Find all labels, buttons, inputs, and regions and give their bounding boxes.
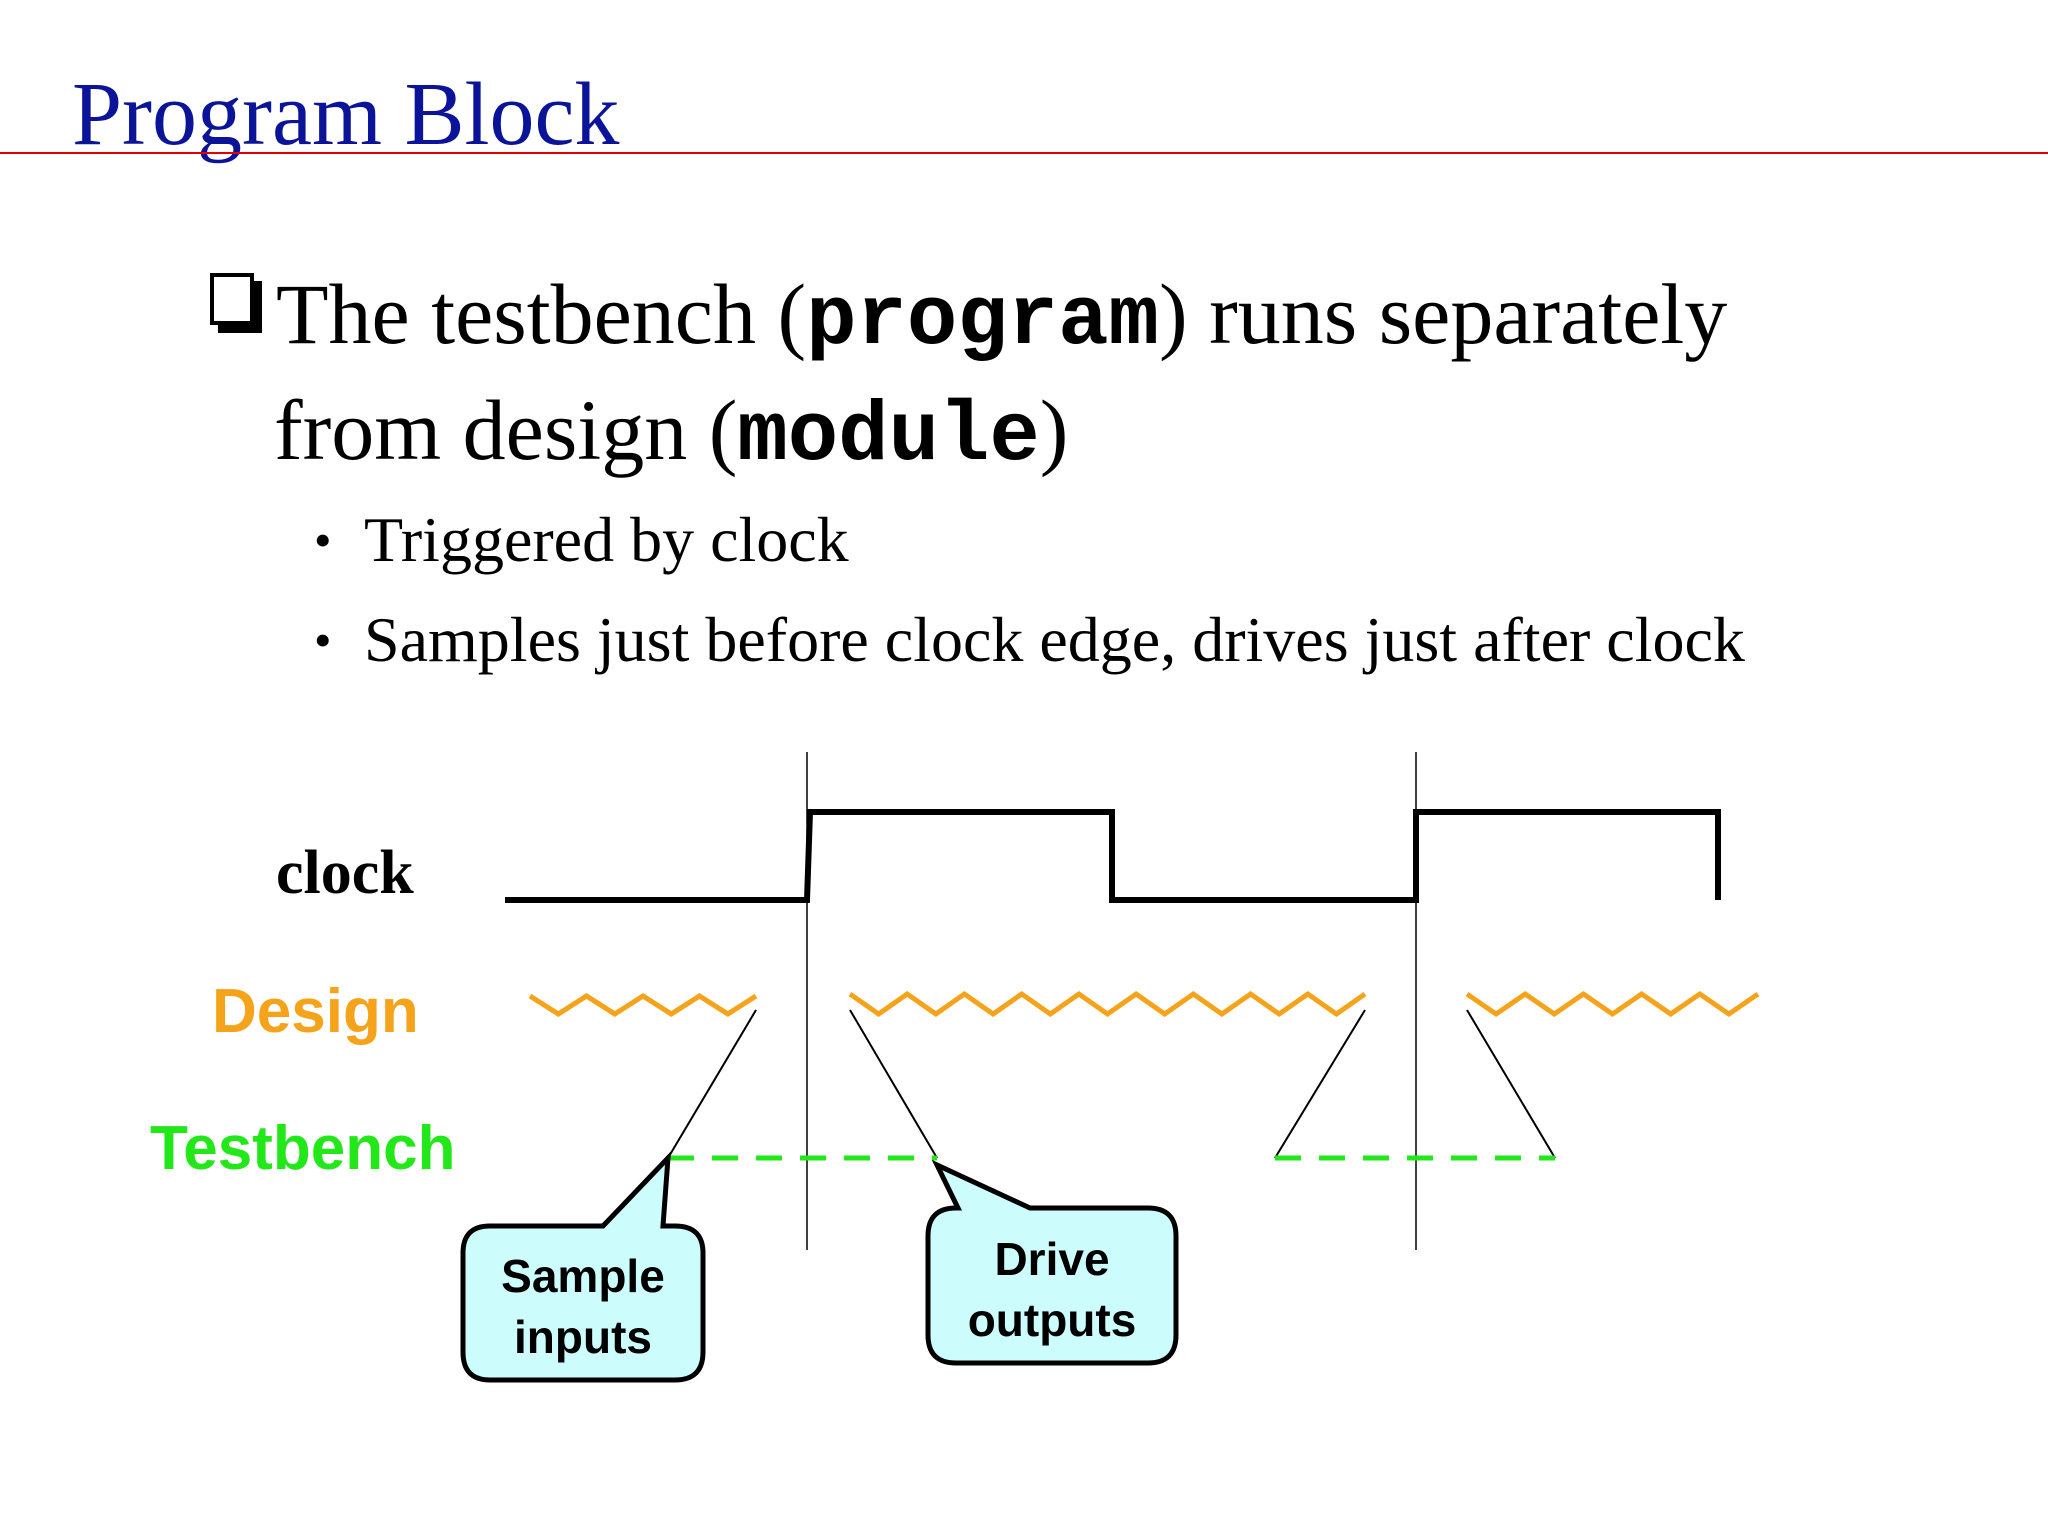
design-label: Design xyxy=(212,977,419,1046)
title-divider xyxy=(0,152,2048,154)
sub-bullet-item: • Samples just before clock edge, drives … xyxy=(310,590,1745,690)
clock-waveform xyxy=(505,809,1721,903)
drive-connector-line xyxy=(849,1009,938,1159)
main-bullet-text-c: from design ( xyxy=(274,382,738,478)
clock-label: clock xyxy=(276,839,414,907)
sub-bullet-text: Triggered by clock xyxy=(364,504,849,575)
design-activity-wave-3 xyxy=(1465,990,1760,1018)
main-bullet: The testbench (program) runs separately … xyxy=(210,260,1910,492)
drive-outputs-callout xyxy=(925,1159,1179,1366)
design-activity-wave-2 xyxy=(848,990,1367,1018)
design-activity-wave-1 xyxy=(528,993,758,1017)
sample-inputs-callout xyxy=(460,1151,706,1383)
main-bullet-text-d: ) xyxy=(1039,382,1069,478)
sub-bullet-text: Samples just before clock edge, drives j… xyxy=(364,604,1745,675)
main-bullet-text-a: The testbench ( xyxy=(276,266,807,362)
sample-callout-line2: inputs xyxy=(514,1311,652,1363)
checkbox-bullet-icon xyxy=(210,273,264,335)
page-title: Program Block xyxy=(72,65,620,164)
main-bullet-code-module: module xyxy=(737,390,1040,485)
sub-bullet-list: • Triggered by clock • Samples just before… xyxy=(310,490,1745,690)
sample-connector-line-2 xyxy=(1274,1009,1366,1159)
bullet-dot-icon: • xyxy=(314,512,332,568)
testbench-label: Testbench xyxy=(150,1114,455,1183)
main-bullet-text-b: ) runs separately xyxy=(1158,266,1728,362)
bullet-dot-icon: • xyxy=(314,612,332,668)
drive-callout-line2: outputs xyxy=(968,1294,1137,1346)
main-bullet-line2: from design (module) xyxy=(210,376,1910,492)
sample-callout-line1: Sample xyxy=(501,1250,665,1302)
sample-connector-line xyxy=(667,1009,757,1159)
drive-callout-line1: Drive xyxy=(994,1233,1109,1285)
sub-bullet-item: • Triggered by clock xyxy=(310,490,1745,590)
drive-connector-line-2 xyxy=(1466,1009,1556,1159)
main-bullet-code-program: program xyxy=(806,274,1159,369)
